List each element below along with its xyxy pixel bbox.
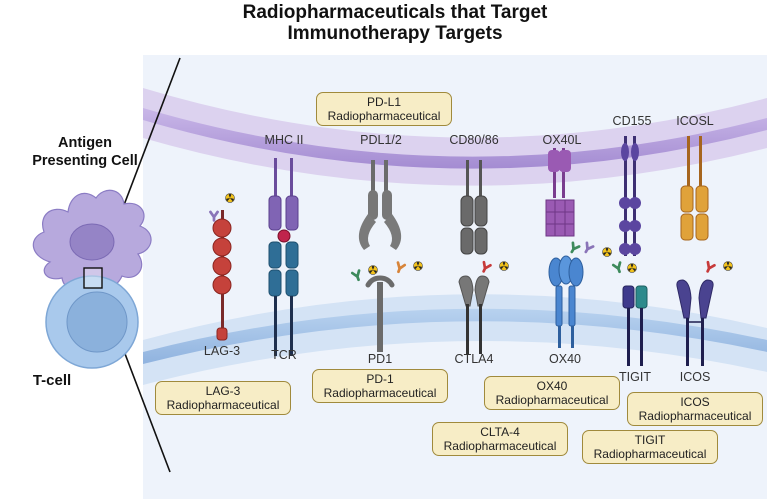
label-ctla4: CTLA4 xyxy=(454,352,494,366)
ctla4-receptor-icon xyxy=(458,275,490,354)
box-ox40-radiopharmaceutical: OX40 Radiopharmaceutical xyxy=(484,376,620,410)
lag3-receptor-icon xyxy=(212,210,232,341)
box-tigit-line-1: TIGIT xyxy=(634,433,666,447)
box-pd1-radiopharmaceutical: PD-1 Radiopharmaceutical xyxy=(312,369,448,403)
ox40-receptor-icon xyxy=(548,255,584,348)
label-ox40l: OX40L xyxy=(542,133,582,147)
apc-membrane xyxy=(143,88,767,186)
box-ox40-line-1: OX40 xyxy=(536,379,568,393)
icos-receptor-icon xyxy=(676,279,714,366)
icosl-receptor-icon xyxy=(680,136,709,241)
figure-title: Radiopharmaceuticals that Target Immunot… xyxy=(180,2,610,44)
label-ox40: OX40 xyxy=(549,352,581,366)
apc-label: Antigen Presenting Cell xyxy=(6,134,164,170)
box-ctla4-line-1: CLTA-4 xyxy=(480,425,520,439)
label-mhc2: MHC II xyxy=(264,133,304,147)
title-line-1: Radiopharmaceuticals that Target xyxy=(242,2,548,23)
label-icos: ICOS xyxy=(679,370,711,384)
cd80-receptor-icon xyxy=(460,160,488,255)
mhc2-receptor-icon xyxy=(268,158,299,243)
zoom-box xyxy=(83,267,103,289)
tcell-membrane-bilayer xyxy=(143,308,767,364)
box-pdl1-radiopharmaceutical: PD-L1 Radiopharmaceutical xyxy=(316,92,452,126)
box-pdl1-line-1: PD-L1 xyxy=(366,95,401,109)
box-icos-radiopharmaceutical: ICOS Radiopharmaceutical xyxy=(627,392,763,426)
label-cd80: CD80/86 xyxy=(449,133,499,147)
label-icosl: ICOSL xyxy=(676,114,714,128)
label-tcr: TCR xyxy=(271,348,297,362)
apc-membrane-bilayer xyxy=(143,108,767,169)
apc-label-line-2: Presenting Cell xyxy=(32,153,138,169)
box-tigit-line-2: Radiopharmaceutical xyxy=(593,447,707,461)
label-pdl: PDL1/2 xyxy=(360,133,402,147)
tcell-label: T-cell xyxy=(32,372,72,389)
box-ctla4-radiopharmaceutical: CLTA-4 Radiopharmaceutical xyxy=(432,422,568,456)
box-tigit-radiopharmaceutical: TIGIT Radiopharmaceutical xyxy=(582,430,718,464)
tcr-receptor-icon xyxy=(268,241,299,356)
pdl-receptor-icon xyxy=(358,160,402,250)
box-pd1-line-2: Radiopharmaceutical xyxy=(323,386,437,400)
box-lag3-line-1: LAG-3 xyxy=(205,384,241,398)
pd1-receptor-icon xyxy=(365,275,395,352)
label-tigit: TIGIT xyxy=(619,370,651,384)
box-lag3-line-2: Radiopharmaceutical xyxy=(166,398,280,412)
cd155-receptor-icon xyxy=(619,136,641,256)
ox40l-receptor-icon xyxy=(545,148,575,237)
box-lag3-radiopharmaceutical: LAG-3 Radiopharmaceutical xyxy=(155,381,291,415)
title-line-2: Immunotherapy Targets xyxy=(287,23,503,44)
box-ctla4-line-2: Radiopharmaceutical xyxy=(443,439,557,453)
box-ox40-line-2: Radiopharmaceutical xyxy=(495,393,609,407)
box-pd1-line-1: PD-1 xyxy=(366,372,394,386)
label-pd1: PD1 xyxy=(367,352,393,366)
label-cd155: CD155 xyxy=(612,114,652,128)
box-icos-line-2: Radiopharmaceutical xyxy=(638,409,752,423)
apc-nucleus-icon xyxy=(69,223,115,261)
label-lag3: LAG-3 xyxy=(203,344,241,358)
tigit-receptor-icon xyxy=(622,285,648,366)
tcell-nucleus-icon xyxy=(66,291,128,353)
apc-label-line-1: Antigen xyxy=(58,135,112,151)
box-pdl1-line-2: Radiopharmaceutical xyxy=(327,109,441,123)
box-icos-line-1: ICOS xyxy=(680,395,710,409)
